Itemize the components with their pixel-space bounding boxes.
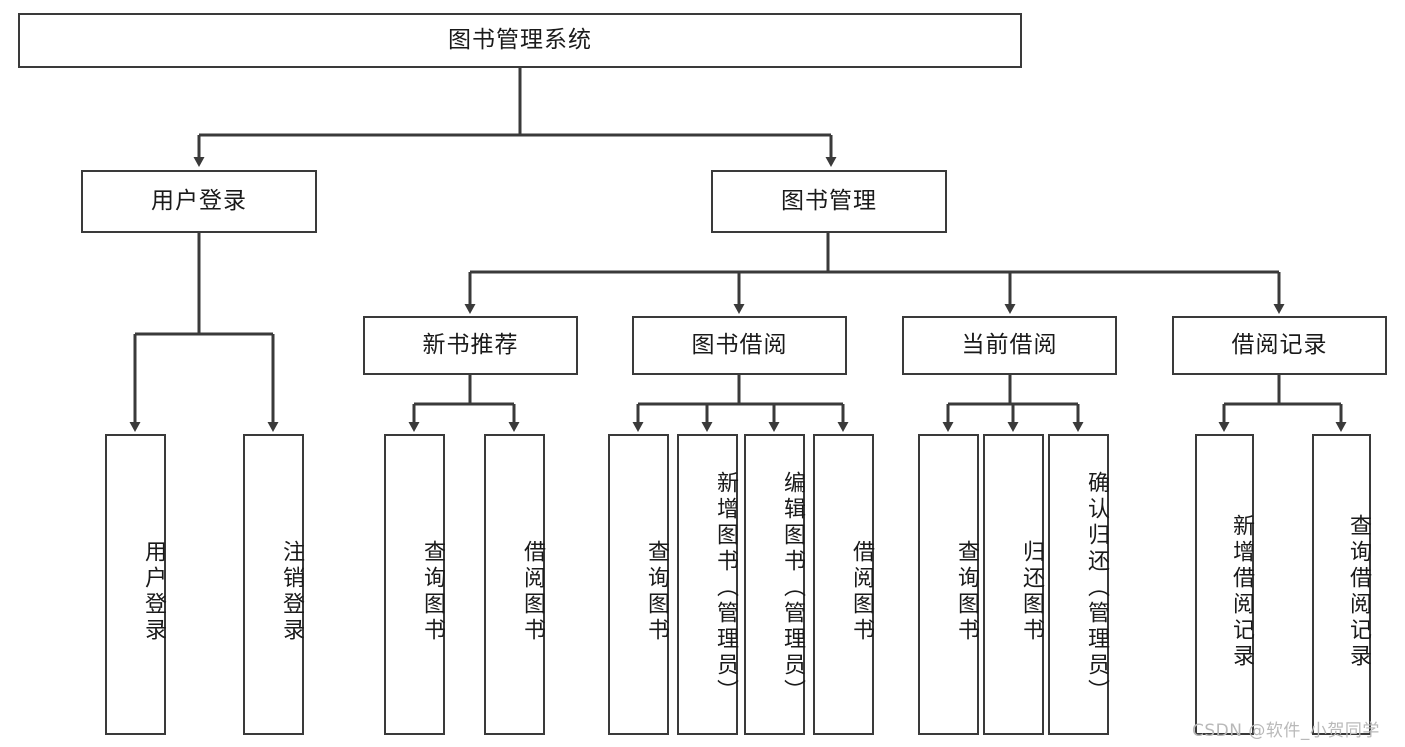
node-current-borrow-label: 当前借阅: [961, 331, 1058, 358]
node-leaf-user-logout-label: 注销登录: [279, 539, 304, 644]
node-leaf-user-login-label: 用户登录: [141, 539, 166, 644]
node-leaf-add-record-label: 新增借阅记录: [1229, 513, 1254, 670]
node-root-label: 图书管理系统: [448, 26, 592, 53]
node-leaf-query-record[interactable]: 查询借阅记录: [1312, 434, 1371, 735]
node-leaf-return-book-label: 归还图书: [1019, 539, 1044, 644]
node-borrow-record[interactable]: 借阅记录: [1172, 316, 1387, 375]
node-leaf-query-book-2-label: 查询图书: [644, 539, 669, 644]
node-new-book-recommend[interactable]: 新书推荐: [363, 316, 578, 375]
node-leaf-add-book-label: 新增图书（管理员）: [713, 470, 738, 705]
watermark-label: CSDN @软件_小贺同学: [1192, 721, 1380, 741]
node-leaf-return-book[interactable]: 归还图书: [983, 434, 1044, 735]
node-new-book-recommend-label: 新书推荐: [422, 331, 519, 358]
node-root[interactable]: 图书管理系统: [18, 13, 1022, 68]
node-book-management[interactable]: 图书管理: [711, 170, 947, 233]
node-leaf-add-record[interactable]: 新增借阅记录: [1195, 434, 1254, 735]
node-user-login-label: 用户登录: [151, 187, 247, 214]
node-leaf-query-book-3-label: 查询图书: [954, 539, 979, 644]
node-leaf-user-login[interactable]: 用户登录: [105, 434, 166, 735]
node-book-borrow-label: 图书借阅: [691, 331, 788, 358]
node-leaf-borrow-book-2-label: 借阅图书: [849, 539, 874, 644]
node-current-borrow[interactable]: 当前借阅: [902, 316, 1117, 375]
node-leaf-query-book-1[interactable]: 查询图书: [384, 434, 445, 735]
node-leaf-query-book-1-label: 查询图书: [420, 539, 445, 644]
node-leaf-borrow-book-1[interactable]: 借阅图书: [484, 434, 545, 735]
node-leaf-confirm-return[interactable]: 确认归还（管理员）: [1048, 434, 1109, 735]
node-leaf-edit-book[interactable]: 编辑图书（管理员）: [744, 434, 805, 735]
node-leaf-query-book-2[interactable]: 查询图书: [608, 434, 669, 735]
node-leaf-query-book-3[interactable]: 查询图书: [918, 434, 979, 735]
node-leaf-user-logout[interactable]: 注销登录: [243, 434, 304, 735]
node-leaf-edit-book-label: 编辑图书（管理员）: [780, 470, 805, 705]
node-book-management-label: 图书管理: [781, 187, 877, 214]
node-leaf-borrow-book-2[interactable]: 借阅图书: [813, 434, 874, 735]
node-user-login[interactable]: 用户登录: [81, 170, 317, 233]
node-leaf-confirm-return-label: 确认归还（管理员）: [1084, 470, 1109, 705]
node-leaf-query-record-label: 查询借阅记录: [1346, 513, 1371, 670]
node-leaf-add-book[interactable]: 新增图书（管理员）: [677, 434, 738, 735]
node-leaf-borrow-book-1-label: 借阅图书: [520, 539, 545, 644]
node-book-borrow[interactable]: 图书借阅: [632, 316, 847, 375]
node-borrow-record-label: 借阅记录: [1231, 331, 1328, 358]
